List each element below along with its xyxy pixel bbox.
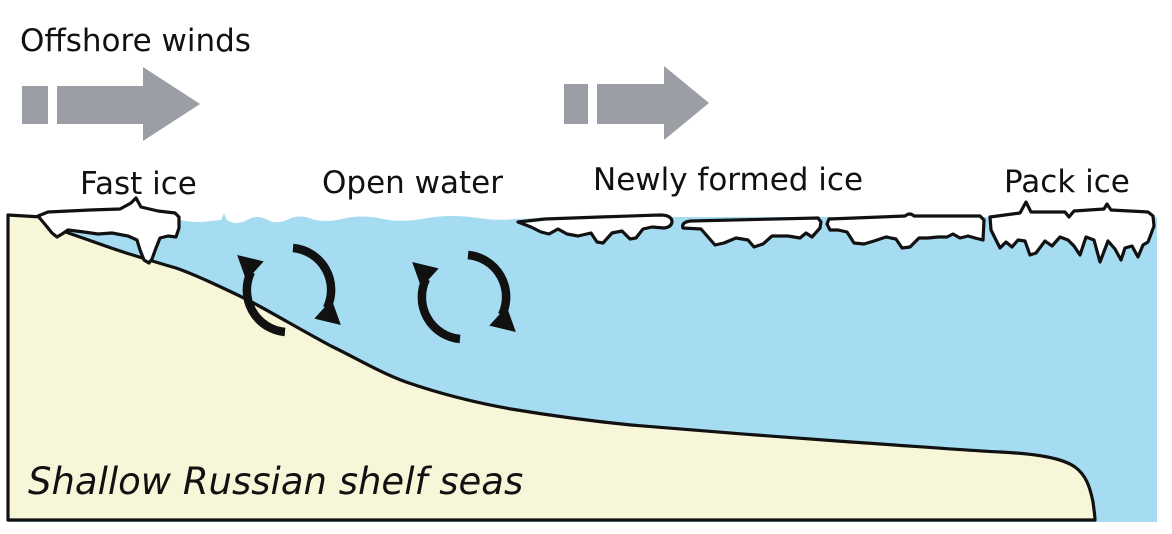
- newly-formed-ice-floe: [825, 212, 986, 250]
- offshore-wind-arrow-icon: [564, 66, 709, 140]
- open-water-label: Open water: [322, 165, 503, 201]
- shelf-seabed: [6, 213, 1097, 522]
- clockwise-circulation-icon: [237, 243, 341, 337]
- clockwise-circulation-icon: [412, 250, 516, 344]
- offshore-wind-arrow-icon: [22, 67, 200, 141]
- newly-formed-ice-label: Newly formed ice: [593, 162, 864, 198]
- shelf-seas-label: Shallow Russian shelf seas: [28, 460, 524, 503]
- fast-ice-floe: [36, 196, 181, 265]
- pack-ice-label: Pack ice: [1004, 164, 1130, 200]
- newly-formed-ice-floe: [681, 216, 823, 249]
- offshore-winds-label: Offshore winds: [20, 23, 251, 59]
- newly-formed-ice-floe: [516, 213, 674, 245]
- pack-ice-floe: [988, 200, 1156, 264]
- fast-ice-label: Fast ice: [80, 166, 197, 202]
